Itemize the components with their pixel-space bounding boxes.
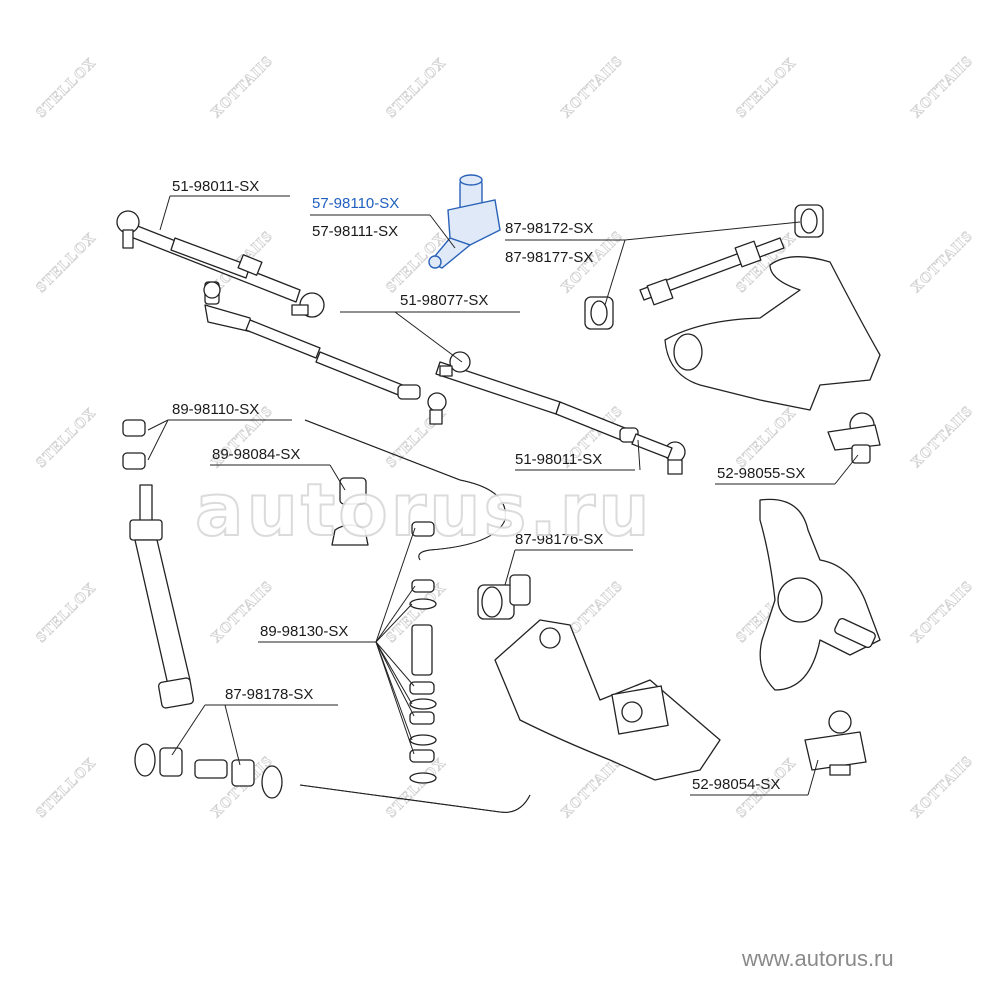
label-89-98110-sx: 89-98110-SX — [172, 401, 259, 418]
watermark-logo: STELLOX — [33, 230, 99, 296]
lower-arm-bushing-part — [477, 574, 531, 620]
watermark-logo: STELLOX — [383, 755, 449, 821]
tie-rod-assembly-upper — [116, 210, 325, 318]
watermark-logo: XOTTAIIS — [908, 53, 976, 121]
upper-arm-bushings — [584, 204, 824, 330]
site-watermark-text: autorus.ru — [195, 468, 652, 552]
shock-absorber — [129, 484, 195, 709]
watermark-logo: STELLOX — [383, 55, 449, 121]
watermark-logo: STELLOX — [33, 580, 99, 646]
lower-control-arm — [494, 619, 721, 781]
watermark-logo: STELLOX — [33, 405, 99, 471]
label-87-98177-sx: 87-98177-SX — [505, 249, 593, 266]
label-57-98110-sx: 57-98110-SX — [312, 195, 399, 212]
watermark-logo: XOTTAIIS — [908, 753, 976, 821]
watermark-logo: STELLOX — [33, 755, 99, 821]
label-87-98172-sx: 87-98172-SX — [505, 220, 593, 237]
footer-url: www.autorus.ru — [741, 946, 894, 971]
watermark-logo: STELLOX — [733, 405, 799, 471]
watermark-logo: XOTTAIIS — [558, 53, 626, 121]
label-57-98111-sx: 57-98111-SX — [312, 223, 398, 240]
label-89-98084-sx: 89-98084-SX — [212, 446, 300, 463]
leader-lines — [147, 195, 859, 796]
watermark-logo: STELLOX — [33, 55, 99, 121]
upper-ball-joint-part — [827, 412, 881, 464]
stabilizer-bushings — [122, 419, 369, 546]
center-link-assembly — [203, 281, 686, 475]
label-51-98011-sx-left: 51-98011-SX — [172, 178, 259, 195]
strut-bar-parts — [134, 743, 531, 813]
upper-control-arm — [664, 256, 881, 411]
part-labels: 51-98011-SX 57-98110-SX 57-98111-SX 87-9… — [172, 178, 805, 793]
watermark-logo: XOTTAIIS — [908, 228, 976, 296]
label-87-98178-sx: 87-98178-SX — [225, 686, 313, 703]
lower-ball-joint-part — [804, 710, 867, 776]
steering-knuckle — [759, 498, 881, 691]
label-89-98130-sx: 89-98130-SX — [260, 623, 348, 640]
watermark-logo: XOTTAIIS — [908, 403, 976, 471]
label-51-98011-sx-right: 51-98011-SX — [515, 451, 602, 468]
label-87-98176-sx: 87-98176-SX — [515, 531, 603, 548]
stabilizer-bar — [304, 419, 506, 561]
label-52-98054-sx: 52-98054-SX — [692, 776, 780, 793]
watermark-logo: STELLOX — [733, 55, 799, 121]
label-51-98077-sx: 51-98077-SX — [400, 292, 488, 309]
idler-arm-part — [428, 174, 501, 269]
stabilizer-link-kit-parts — [409, 521, 437, 784]
watermark-logo: XOTTAIIS — [908, 578, 976, 646]
watermark-logo: XOTTAIIS — [208, 53, 276, 121]
label-52-98055-sx: 52-98055-SX — [717, 465, 805, 482]
